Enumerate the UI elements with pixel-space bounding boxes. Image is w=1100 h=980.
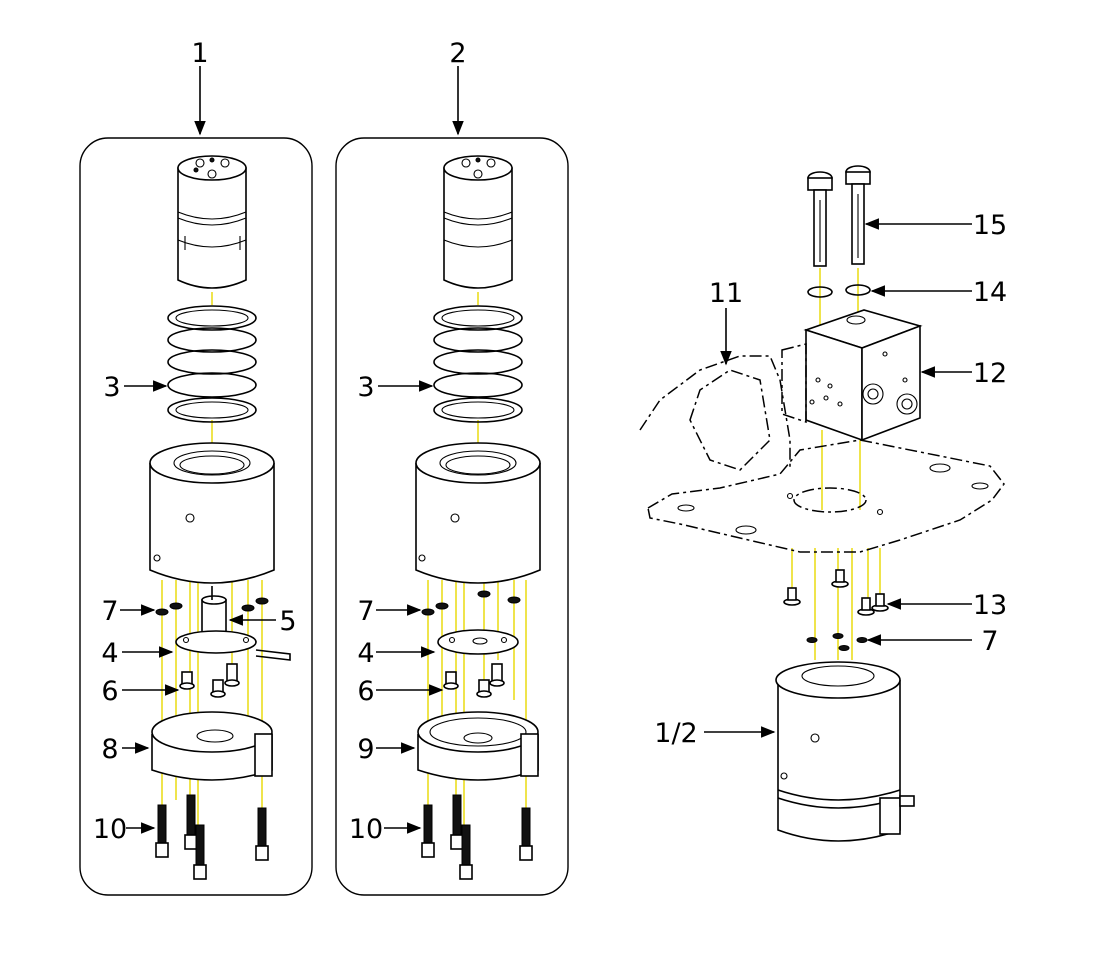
label-group-2: 2 xyxy=(449,38,466,69)
assembly-panel-1 xyxy=(79,137,313,896)
plate xyxy=(175,630,291,661)
label-mount-plate: 11 xyxy=(709,278,743,309)
bolts xyxy=(155,794,269,880)
label-bolts-left: 10 xyxy=(93,814,127,845)
lower-washers xyxy=(806,633,868,651)
part-number-labels: 1 2 3 7 5 4 6 8 10 3 7 4 6 9 10 15 14 11… xyxy=(93,38,1007,845)
small-screws-2 xyxy=(443,663,505,698)
housing-cylinder-2 xyxy=(415,442,541,584)
label-lower-washers: 7 xyxy=(981,626,998,657)
top-cylinder-2 xyxy=(443,155,513,289)
small-screws xyxy=(179,663,240,698)
long-bolts xyxy=(807,165,871,267)
label-base-middle: 9 xyxy=(357,734,374,765)
label-plate-left: 4 xyxy=(101,638,118,669)
label-small-screws-left: 6 xyxy=(101,676,118,707)
label-small-screws-middle: 6 xyxy=(357,676,374,707)
leader-arrows xyxy=(120,66,972,834)
label-mounting-screws: 13 xyxy=(973,590,1007,621)
label-valve-block: 12 xyxy=(973,358,1007,389)
base-ring-9 xyxy=(417,711,539,781)
valve-block xyxy=(781,309,923,442)
rotary-unit xyxy=(775,661,915,842)
label-washers-left: 7 xyxy=(101,596,118,627)
installation-axis-lines xyxy=(791,268,881,660)
label-top-washers: 14 xyxy=(973,277,1007,308)
assembly-panel-2 xyxy=(335,137,569,896)
label-bolts-middle: 10 xyxy=(349,814,383,845)
washers xyxy=(155,597,269,616)
top-washers xyxy=(807,284,871,298)
plate-2 xyxy=(437,629,519,655)
housing-cylinder xyxy=(149,442,275,584)
label-base-left: 8 xyxy=(101,734,118,765)
bolts-2 xyxy=(421,794,533,880)
label-long-bolts: 15 xyxy=(973,210,1007,241)
mounting-screws xyxy=(783,569,889,616)
washers-2 xyxy=(421,590,521,616)
base-ring-8 xyxy=(151,711,273,781)
label-rings-middle: 3 xyxy=(357,372,374,403)
label-rotary-unit: 1/2 xyxy=(654,718,697,749)
sealing-rings xyxy=(167,305,257,423)
installation-view xyxy=(639,165,1005,842)
top-cylinder xyxy=(177,155,247,289)
sealing-rings-2 xyxy=(433,305,523,423)
label-washers-middle: 7 xyxy=(357,596,374,627)
label-rings-left: 3 xyxy=(103,372,120,403)
label-group-1: 1 xyxy=(191,38,208,69)
label-pin-left: 5 xyxy=(279,606,296,637)
mount-plate xyxy=(639,355,1005,553)
label-plate-middle: 4 xyxy=(357,638,374,669)
